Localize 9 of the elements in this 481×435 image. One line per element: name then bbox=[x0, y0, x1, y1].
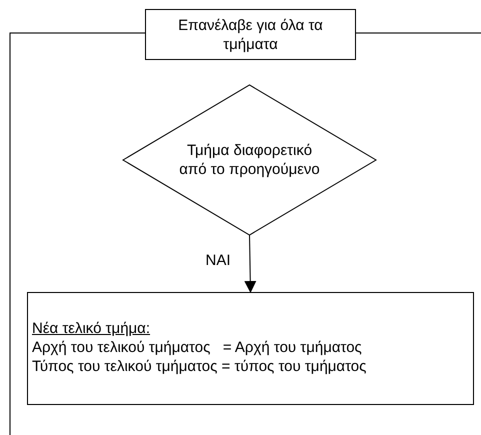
node-text: Επανέλαβε για όλα τα τμήματα bbox=[177, 16, 324, 54]
node-text: Τύπος του τελικού τμήματος = τύπος του τμήματος bbox=[32, 357, 366, 376]
loop-box bbox=[145, 9, 356, 60]
process-box bbox=[27, 292, 474, 405]
arrow bbox=[244, 234, 256, 293]
node-text: Αρχή του τελικού τμήματος = Αρχή του τμήματος bbox=[32, 338, 362, 357]
box-heading: Νέα τελικό τμήμα: bbox=[32, 319, 150, 338]
decision-diamond bbox=[123, 85, 376, 235]
node-text: Τμήμα διαφορετικό από το προηγούμενο bbox=[178, 141, 321, 179]
